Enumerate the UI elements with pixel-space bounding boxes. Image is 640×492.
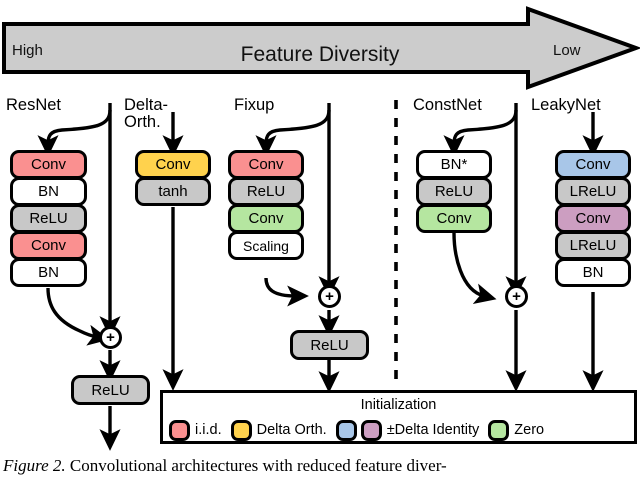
block-leakynet-3[interactable]: LReLU (555, 231, 631, 260)
legend-label-3: Zero (514, 422, 545, 438)
block-fixup-post-relu[interactable]: ReLU (290, 330, 369, 360)
block-resnet-2[interactable]: ReLU (10, 204, 87, 233)
block-resnet-3[interactable]: Conv (10, 231, 87, 260)
block-leakynet-1[interactable]: LReLU (555, 177, 631, 206)
figure-caption: Figure 2. Convolutional architectures wi… (3, 456, 637, 476)
block-fixup-0[interactable]: Conv (228, 150, 304, 179)
legend-item-2: ±Delta Identity (335, 419, 489, 441)
legend-label-0: i.i.d. (195, 422, 222, 438)
merge-plus-fixup: + (318, 285, 341, 308)
block-resnet-4[interactable]: BN (10, 258, 87, 287)
block-leakynet-2[interactable]: Conv (555, 204, 631, 233)
block-fixup-1[interactable]: ReLU (228, 177, 304, 206)
legend-title: Initialization (360, 397, 437, 413)
block-deltaorth-1[interactable]: tanh (135, 177, 211, 206)
block-label: BN (38, 183, 59, 200)
block-resnet-0[interactable]: Conv (10, 150, 87, 179)
block-constnet-1[interactable]: ReLU (416, 177, 492, 206)
block-label: LReLU (569, 237, 617, 254)
banner-left-label: High (12, 42, 43, 59)
block-fixup-2[interactable]: Conv (228, 204, 304, 233)
column-title-leakynet: LeakyNet (531, 96, 601, 114)
legend-item-1: Delta Orth. (230, 419, 336, 441)
legend-label-2: ±Delta Identity (386, 422, 480, 438)
block-label: Conv (30, 156, 67, 173)
block-label: Conv (575, 210, 611, 227)
block-label: ReLU (310, 336, 349, 354)
column-title-delta-orth: Delta-Orth. (124, 96, 169, 131)
block-label: ReLU (91, 381, 130, 399)
block-label: Conv (575, 156, 611, 173)
figure-caption-label: Figure 2. (3, 456, 66, 475)
legend-item-3: Zero (488, 419, 553, 441)
banner-title: Feature Diversity (240, 43, 400, 66)
column-title-resnet: ResNet (6, 96, 62, 114)
banner-right-label: Low (553, 42, 581, 59)
block-label: ReLU (434, 183, 474, 200)
block-fixup-3[interactable]: Scaling (228, 231, 304, 260)
feature-diversity-banner: High Low Feature Diversity (0, 6, 640, 90)
block-leakynet-4[interactable]: BN (555, 258, 631, 287)
merge-plus-constnet: + (505, 285, 528, 308)
legend-initialization: Initialization i.i.d. Delta Orth. ±Delta I… (160, 390, 637, 444)
block-label: ReLU (246, 183, 286, 200)
block-label: ReLU (29, 210, 68, 227)
block-constnet-2[interactable]: Conv (416, 204, 492, 233)
block-label: tanh (158, 183, 188, 200)
block-label: LReLU (569, 183, 617, 200)
block-leakynet-0[interactable]: Conv (555, 150, 631, 179)
block-label: Conv (155, 156, 191, 173)
block-label: Conv (436, 210, 472, 227)
legend-swatch-0-0 (169, 419, 190, 441)
column-title-fixup: Fixup (234, 96, 275, 114)
block-deltaorth-0[interactable]: Conv (135, 150, 211, 179)
block-label: BN* (440, 156, 468, 173)
block-resnet-post-relu[interactable]: ReLU (71, 375, 150, 405)
merge-plus-resnet: + (99, 326, 122, 349)
banner-arrow-shape (2, 6, 640, 90)
block-label: Conv (248, 210, 284, 227)
block-label: Conv (30, 237, 67, 254)
block-label: BN (582, 264, 604, 281)
block-label: BN (38, 264, 59, 281)
legend-swatch-3-0 (488, 419, 510, 441)
legend-swatch-2-1 (360, 419, 382, 441)
block-resnet-1[interactable]: BN (10, 177, 87, 206)
legend-items: i.i.d. Delta Orth. ±Delta Identity Zero (169, 417, 630, 443)
legend-swatch-1-0 (230, 419, 252, 441)
block-label: Conv (248, 156, 284, 173)
legend-item-0: i.i.d. (169, 419, 231, 441)
block-label: Scaling (243, 237, 289, 254)
legend-label-1: Delta Orth. (256, 422, 327, 438)
figure-caption-text: Convolutional architectures with reduced… (65, 456, 447, 475)
column-title-constnet: ConstNet (413, 96, 482, 114)
legend-swatch-2-0 (335, 419, 357, 441)
block-constnet-0[interactable]: BN* (416, 150, 492, 179)
